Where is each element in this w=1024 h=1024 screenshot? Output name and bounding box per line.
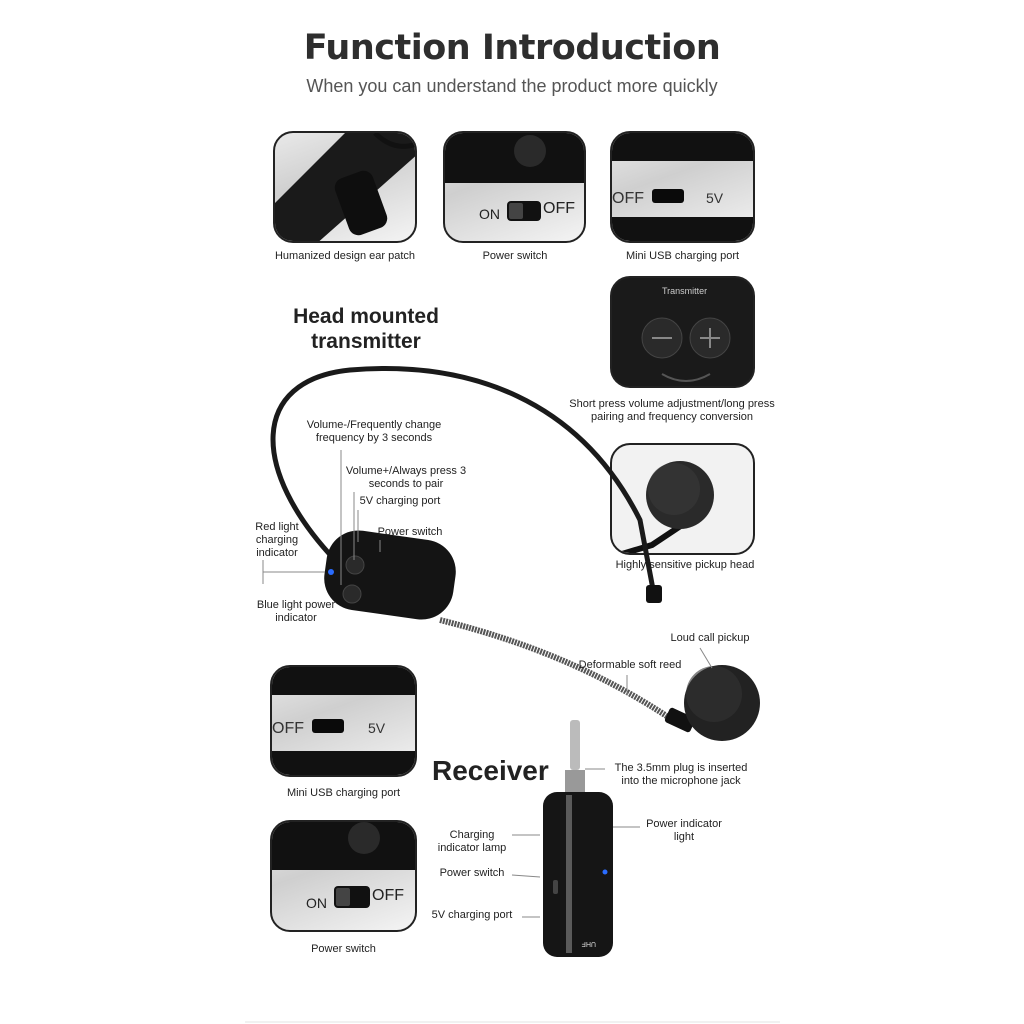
usb-port-illustration: OFF 5V — [612, 133, 753, 241]
label-volume-minus: Volume-/Frequently change frequency by 3… — [306, 419, 442, 444]
power-switch-left-illustration: ON OFF — [272, 822, 415, 911]
off-text: OFF — [543, 200, 575, 217]
transmitter-heading-line2: transmitter — [311, 330, 421, 353]
on-text: ON — [306, 895, 327, 911]
label-blue-light: Blue light power indicator — [256, 599, 336, 624]
on-text: ON — [479, 206, 500, 222]
usb-port-left-illustration: OFF 5V — [272, 667, 415, 775]
off-partial-text: OFF — [272, 720, 304, 737]
label-volume-plus: Volume+/Always press 3 seconds to pair — [345, 465, 467, 490]
caption-power-switch-left: Power switch — [311, 943, 376, 955]
label-power-switch: Power switch — [377, 526, 443, 538]
transmitter-text: Transmitter — [662, 286, 707, 296]
label-5v-charging-port: 5V charging port — [359, 495, 441, 507]
receiver-heading: Receiver — [432, 755, 549, 786]
power-switch-illustration: ON OFF — [445, 133, 584, 222]
volume-buttons-illustration: Transmitter — [641, 286, 731, 382]
pickup-head-illustration — [614, 461, 714, 553]
power-switch-left-image: ON OFF — [270, 820, 417, 932]
headset-transmitter — [270, 366, 760, 741]
page-subtitle: When you can understand the product more… — [306, 76, 718, 96]
ear-patch-illustration — [275, 133, 415, 241]
blue-indicator — [328, 569, 334, 575]
page-title: Function Introduction — [303, 28, 721, 68]
brand-text: UHF — [582, 940, 596, 947]
label-charging-lamp: Charging indicator lamp — [437, 829, 507, 854]
off-partial-text: OFF — [612, 190, 644, 207]
off-text: OFF — [372, 887, 404, 904]
label-red-light: Red light charging indicator — [255, 521, 299, 559]
5v-text: 5V — [706, 190, 724, 206]
usb-port-left-image: OFF 5V — [270, 665, 417, 777]
caption-volume-buttons: Short press volume adjustment/long press… — [569, 398, 775, 423]
label-receiver-power-switch: Power switch — [439, 867, 505, 879]
receiver-blue-indicator — [602, 869, 608, 875]
label-loud-pickup: Loud call pickup — [670, 632, 750, 644]
receiver-device: UHF — [543, 720, 613, 957]
5v-text: 5V — [368, 720, 386, 736]
usb-port-image: OFF 5V — [610, 131, 755, 243]
label-receiver-charging-port: 5V charging port — [431, 909, 513, 921]
label-power-indicator: Power indicator light — [646, 818, 722, 843]
label-plug: The 3.5mm plug is inserted into the micr… — [614, 762, 748, 787]
pickup-head-image — [610, 443, 755, 555]
transmitter-heading: Head mounted transmitter — [266, 304, 466, 354]
ear-patch-image — [273, 131, 417, 243]
caption-ear-patch: Humanized design ear patch — [274, 250, 416, 262]
label-soft-reed: Deformable soft reed — [578, 659, 682, 671]
caption-power-switch-top: Power switch — [482, 250, 548, 262]
transmitter-heading-line1: Head mounted — [293, 305, 439, 328]
volume-buttons-image: Transmitter — [610, 276, 755, 388]
caption-usb-port-left: Mini USB charging port — [286, 787, 401, 799]
power-switch-image: ON OFF — [443, 131, 586, 243]
caption-usb-port-top: Mini USB charging port — [625, 250, 740, 262]
callout-lines — [262, 450, 713, 918]
